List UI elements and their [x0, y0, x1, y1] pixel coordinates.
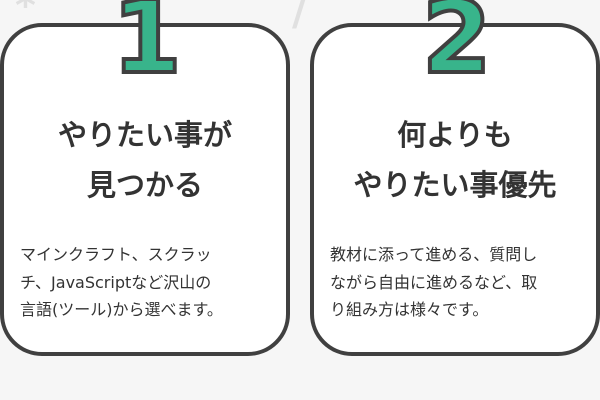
- feature-card-2: [310, 23, 600, 356]
- card-title-line: 何よりも: [397, 118, 513, 152]
- background-decoration: *: [15, 0, 36, 29]
- body-line: ながら自由に進めるなど、取: [330, 272, 538, 292]
- card-number-2: 2: [420, 0, 494, 96]
- card-body-1: マインクラフト、スクラッ チ、JavaScriptなど沢山の 言語(ツール)から…: [20, 241, 278, 324]
- card-title-2: 何よりも やりたい事優先: [310, 110, 600, 210]
- body-line: チ、JavaScriptなど沢山の: [20, 272, 212, 292]
- body-line: マインクラフト、スクラッ: [20, 245, 212, 264]
- card-title-1: やりたい事が 見つかる: [0, 110, 290, 210]
- card-title-line: 見つかる: [86, 168, 203, 202]
- background-decoration: /: [292, 0, 307, 35]
- body-line: 教材に添って進める、質問し: [330, 245, 538, 264]
- body-line: り組み方は様々です。: [330, 300, 489, 319]
- card-number-1: 1: [110, 0, 184, 96]
- feature-card-1: [0, 23, 290, 356]
- card-body-2: 教材に添って進める、質問し ながら自由に進めるなど、取 り組み方は様々です。: [330, 241, 588, 324]
- body-line: 言語(ツール)から選べます。: [20, 300, 223, 319]
- card-title-line: やりたい事が: [57, 118, 232, 152]
- card-title-line: やりたい事優先: [353, 168, 557, 202]
